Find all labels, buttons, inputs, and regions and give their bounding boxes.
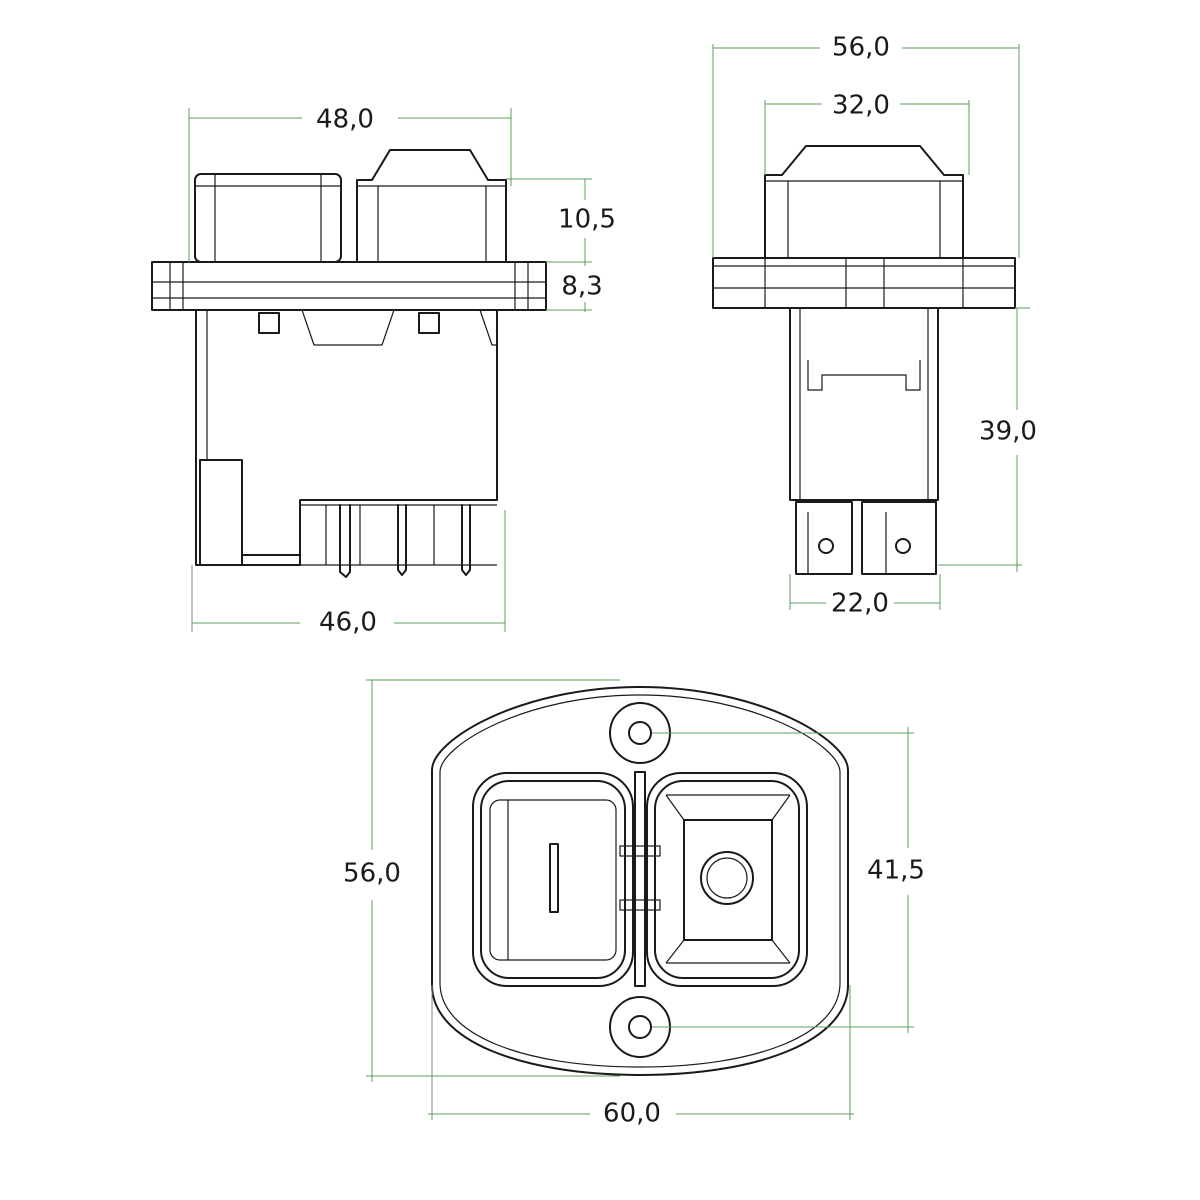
front-flange: [151, 261, 547, 311]
dim-60-label: 60,0: [603, 1099, 661, 1129]
plan-plate: [431, 686, 849, 1076]
front-left-cap: [194, 173, 342, 263]
dim-41-5-label: 41,5: [867, 856, 925, 886]
dim-56-plan-label: 56,0: [343, 859, 401, 889]
dim-48-label: 48,0: [316, 105, 374, 135]
dim-8-3-label: 8,3: [561, 272, 602, 302]
side-terminals: [795, 501, 937, 575]
plan-view: [431, 686, 849, 1076]
dim-10-5-label: 10,5: [558, 205, 616, 235]
dim-56-side-label: 56,0: [832, 33, 890, 63]
front-terminals: [300, 504, 497, 578]
front-dimensions: 48,0 10,5 8,3 46,0: [188, 105, 616, 638]
dim-32-label: 32,0: [832, 91, 890, 121]
side-dimensions: 56,0 32,0 39,0 22,0: [712, 33, 1037, 619]
dim-22-label: 22,0: [831, 589, 889, 619]
front-body: [195, 309, 498, 566]
plan-off-button: [646, 772, 808, 987]
plan-mounting-holes: [609, 702, 671, 1058]
dim-39-label: 39,0: [979, 417, 1037, 447]
front-view: [151, 149, 547, 578]
side-body: [789, 307, 939, 501]
front-right-cap: [356, 149, 507, 263]
side-cap: [764, 145, 964, 259]
plan-divider: [619, 771, 661, 987]
side-view: [712, 145, 1016, 575]
plan-dimensions: 56,0 41,5 60,0: [343, 679, 925, 1129]
dim-46-label: 46,0: [319, 608, 377, 638]
plan-on-button: [472, 772, 634, 987]
side-flange: [712, 257, 1016, 309]
